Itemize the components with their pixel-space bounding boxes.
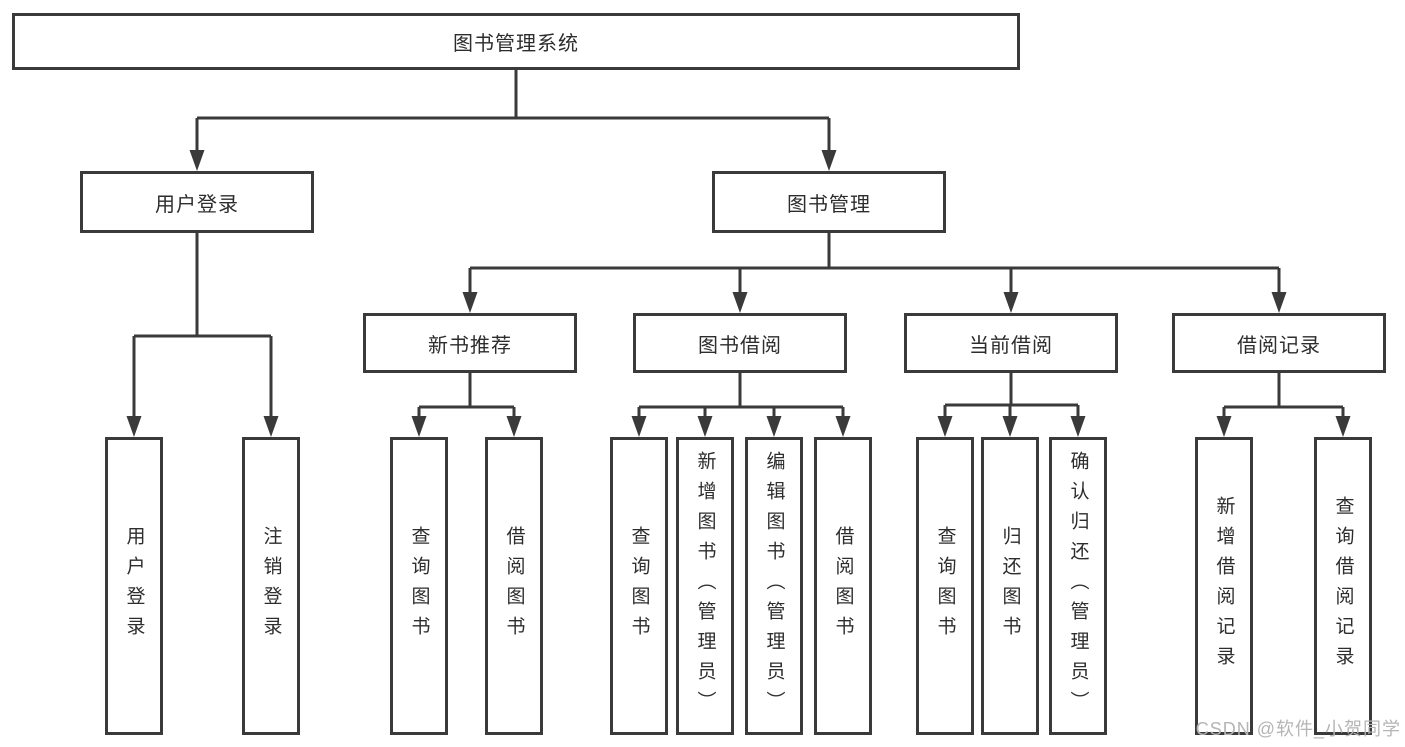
leaf-query-books-borrow: 查询图书 (610, 437, 668, 735)
leaf-logout: 注销登录 (242, 437, 300, 735)
node-root: 图书管理系统 (12, 13, 1020, 70)
node-book-management: 图书管理 (712, 171, 946, 233)
leaf-query-books-recommend: 查询图书 (390, 437, 448, 735)
leaf-user-login: 用户登录 (105, 437, 163, 735)
node-user-login: 用户登录 (80, 171, 314, 233)
leaf-borrow-books: 借阅图书 (814, 437, 872, 735)
node-book-borrow: 图书借阅 (633, 313, 847, 373)
node-label: 查询借阅记录 (1332, 496, 1354, 676)
node-label: 查询图书 (934, 526, 956, 646)
csdn-watermark: CSDN @软件_小贺同学 (1195, 719, 1401, 739)
leaf-edit-books-admin: 编辑图书（管理员） (745, 437, 803, 735)
node-label: 归还图书 (999, 526, 1021, 646)
node-label: 新增图书（管理员） (694, 451, 716, 721)
node-label: 借阅图书 (832, 526, 854, 646)
leaf-add-books-admin: 新增图书（管理员） (676, 437, 734, 735)
node-label: 编辑图书（管理员） (763, 451, 785, 721)
leaf-return-books: 归还图书 (981, 437, 1039, 735)
node-label: 新增借阅记录 (1213, 496, 1235, 676)
node-current-borrow: 当前借阅 (904, 313, 1118, 373)
leaf-add-borrow-record: 新增借阅记录 (1195, 437, 1253, 735)
leaf-confirm-return-admin: 确认归还（管理员） (1049, 437, 1107, 735)
node-label: 确认归还（管理员） (1067, 451, 1089, 721)
node-label: 注销登录 (260, 526, 282, 646)
leaf-borrow-books-recommend: 借阅图书 (485, 437, 543, 735)
node-label: 借阅图书 (503, 526, 525, 646)
leaf-query-books-current: 查询图书 (916, 437, 974, 735)
node-label: 查询图书 (408, 526, 430, 646)
node-label: 用户登录 (123, 526, 145, 646)
node-new-book-recommend: 新书推荐 (363, 313, 577, 373)
node-borrow-record: 借阅记录 (1172, 313, 1386, 373)
leaf-query-borrow-record: 查询借阅记录 (1314, 437, 1372, 735)
node-label: 查询图书 (628, 526, 650, 646)
